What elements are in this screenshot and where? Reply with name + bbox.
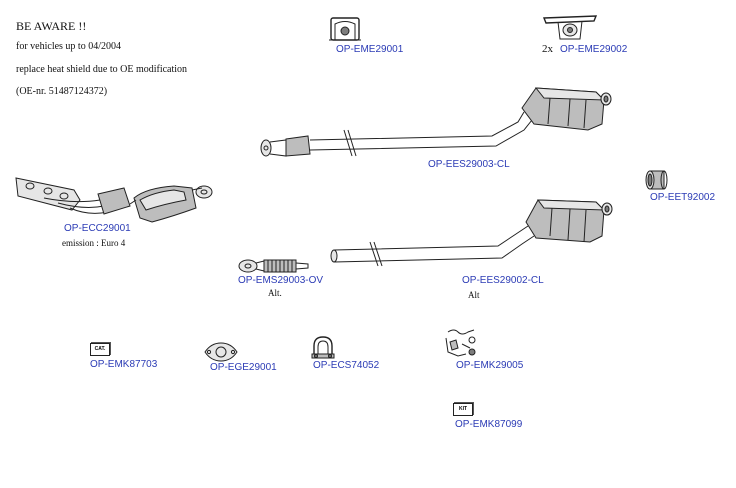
cat-kit-box-label: CAT. [94, 346, 106, 352]
flex-pipe-image[interactable] [238, 256, 314, 276]
note-ecc29001: emission : Euro 4 [62, 238, 126, 248]
part-link-emk29005[interactable]: OP-EMK29005 [456, 360, 524, 371]
kit-box-label: KIT [458, 406, 468, 412]
part-link-ees29003[interactable]: OP-EES29003-CL [428, 159, 510, 170]
note-ees29002: Alt [468, 290, 480, 300]
cat-kit-box-icon[interactable]: CAT. [90, 343, 110, 356]
rear-silencer-upper-image[interactable] [252, 78, 614, 160]
quantity-eme29002: 2x [542, 43, 553, 55]
notice-heat-shield: replace heat shield due to OE modificati… [16, 64, 188, 75]
tail-pipe-image[interactable] [644, 168, 670, 192]
part-link-ees29002[interactable]: OP-EES29002-CL [462, 275, 544, 286]
part-link-emk87703[interactable]: OP-EMK87703 [90, 359, 158, 370]
clamp-image[interactable] [310, 334, 336, 360]
part-link-ecc29001[interactable]: OP-ECC29001 [64, 223, 131, 234]
note-ems29003: Alt. [268, 288, 282, 298]
hanger-bracket-image[interactable] [542, 13, 598, 43]
part-link-ege29001[interactable]: OP-EGE29001 [210, 362, 277, 373]
gasket-image[interactable] [203, 341, 239, 363]
part-link-emk87099[interactable]: OP-EMK87099 [455, 419, 523, 430]
kit-box-icon[interactable]: KIT [453, 403, 473, 416]
catalytic-converter-image[interactable] [14, 170, 216, 230]
part-link-eme29002[interactable]: OP-EME29002 [560, 44, 628, 55]
notice-vehicle-range: for vehicles up to 04/2004 [16, 41, 121, 52]
part-link-ecs74052[interactable]: OP-ECS74052 [313, 360, 380, 371]
part-link-eet92002[interactable]: OP-EET92002 [650, 192, 716, 203]
part-link-eme29001[interactable]: OP-EME29001 [336, 44, 404, 55]
mounting-kit-image[interactable] [444, 326, 480, 358]
rear-silencer-lower-image[interactable] [330, 194, 614, 270]
part-link-ems29003[interactable]: OP-EMS29003-OV [238, 275, 324, 286]
notice-oe-number: (OE-nr. 51487124372) [16, 86, 108, 97]
rubber-mount-image[interactable] [328, 16, 362, 42]
notice-title: BE AWARE !! [16, 19, 87, 33]
